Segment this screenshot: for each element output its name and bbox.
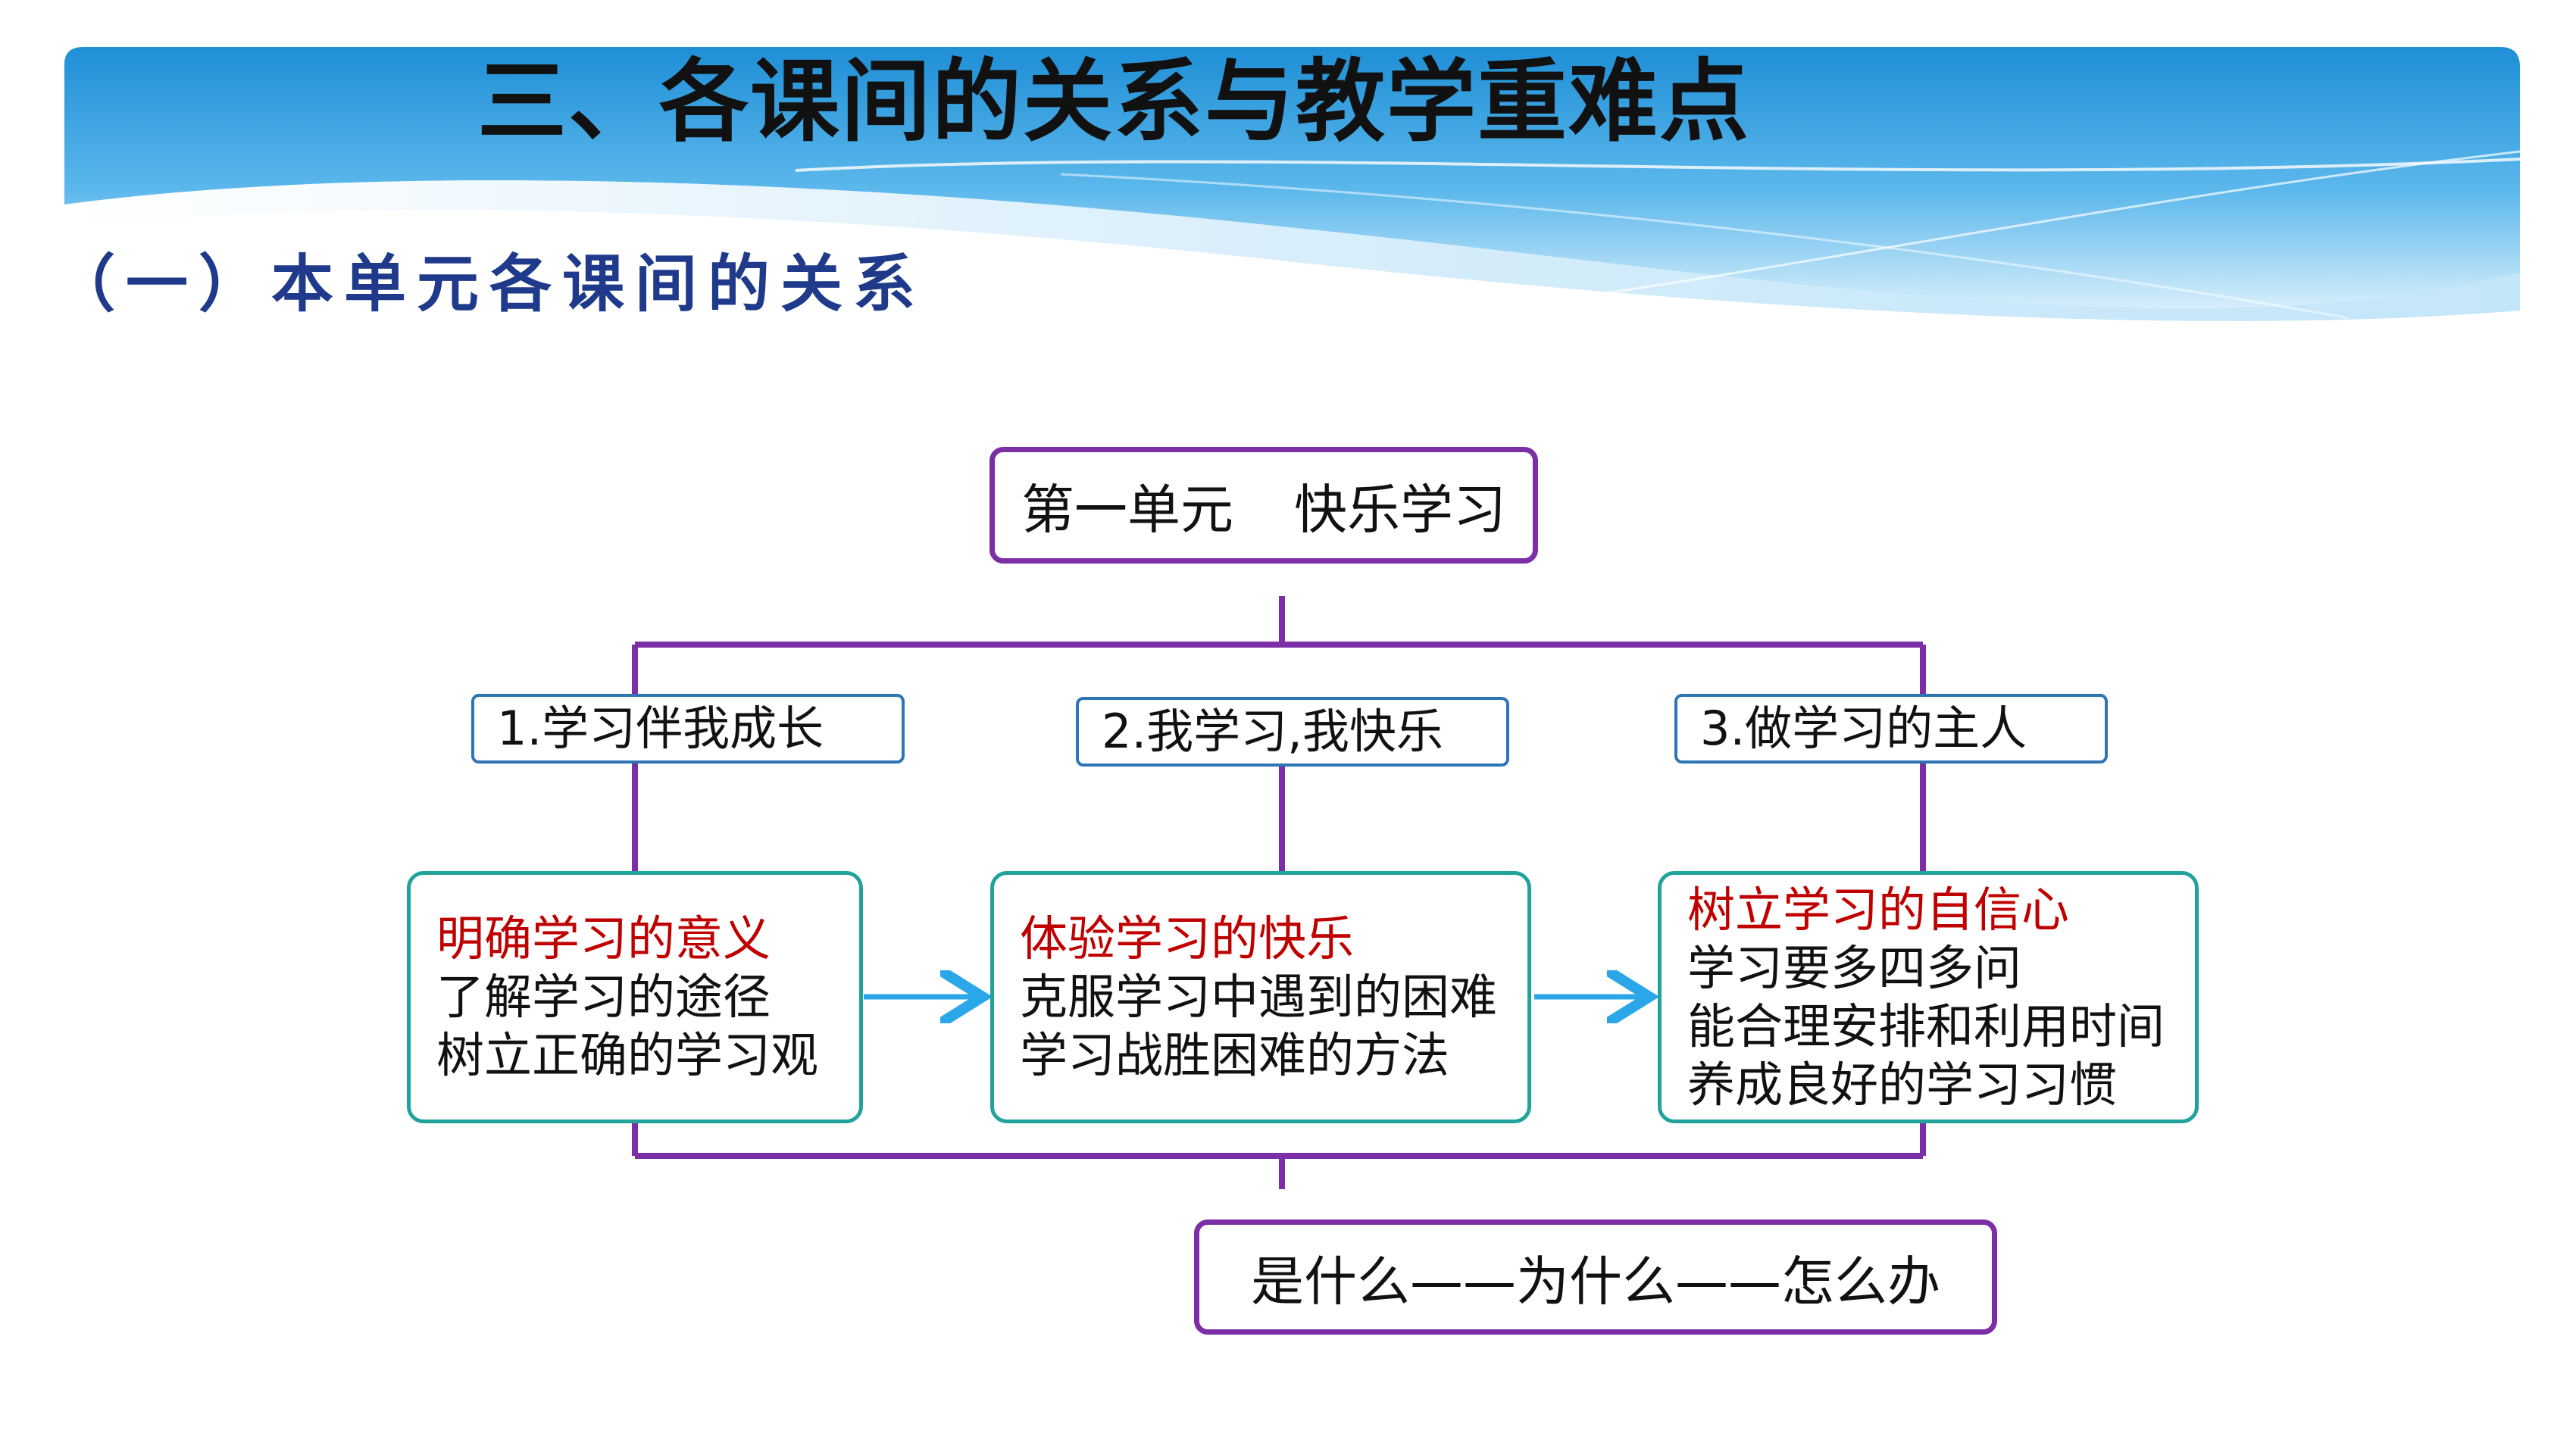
unit-box: 第一单元 快乐学习 — [989, 447, 1538, 564]
summary-box: 是什么——为什么——怎么办 — [1194, 1219, 1997, 1335]
lesson-title-1: 1.学习伴我成长 — [471, 694, 905, 764]
lesson-1-line-2: 树立正确的学习观 — [436, 1028, 818, 1083]
lesson-title-2: 2.我学习,我快乐 — [1076, 697, 1509, 767]
lesson-content-1: 明确学习的意义 了解学习的途径 树立正确的学习观 — [407, 871, 863, 1123]
lesson-3-line-1: 学习要多四多问 — [1687, 941, 2021, 996]
lesson-3-highlight: 树立学习的自信心 — [1687, 882, 2069, 938]
lesson-content-3: 树立学习的自信心 学习要多四多问 能合理安排和利用时间 养成良好的学习习惯 — [1658, 871, 2199, 1123]
lesson-content-2: 体验学习的快乐 克服学习中遇到的困难 学习战胜困难的方法 — [990, 871, 1531, 1123]
lesson-title-1-text: 1.学习伴我成长 — [497, 701, 824, 756]
section-subtitle: （一）本单元各课间的关系 — [53, 248, 927, 320]
lesson-title-3-text: 3.做学习的主人 — [1700, 701, 2027, 756]
lesson-3-line-2: 能合理安排和利用时间 — [1687, 999, 2165, 1054]
lesson-2-highlight: 体验学习的快乐 — [1020, 911, 1354, 967]
lesson-title-3: 3.做学习的主人 — [1674, 694, 2108, 764]
unit-name: 第一单元 — [1021, 478, 1233, 541]
summary-text: 是什么——为什么——怎么办 — [1251, 1250, 1940, 1313]
header-banner — [64, 47, 2521, 321]
slide-title: 三、各课间的关系与教学重难点 — [477, 49, 1751, 154]
lesson-2-line-2: 学习战胜困难的方法 — [1020, 1028, 1449, 1083]
lesson-1-line-1: 了解学习的途径 — [436, 970, 771, 1025]
lesson-3-line-3: 养成良好的学习习惯 — [1687, 1057, 2117, 1113]
unit-theme: 快乐学习 — [1294, 478, 1506, 541]
lesson-title-2-text: 2.我学习,我快乐 — [1102, 704, 1443, 759]
lesson-2-line-1: 克服学习中遇到的困难 — [1020, 970, 1497, 1025]
lesson-1-highlight: 明确学习的意义 — [436, 911, 771, 967]
